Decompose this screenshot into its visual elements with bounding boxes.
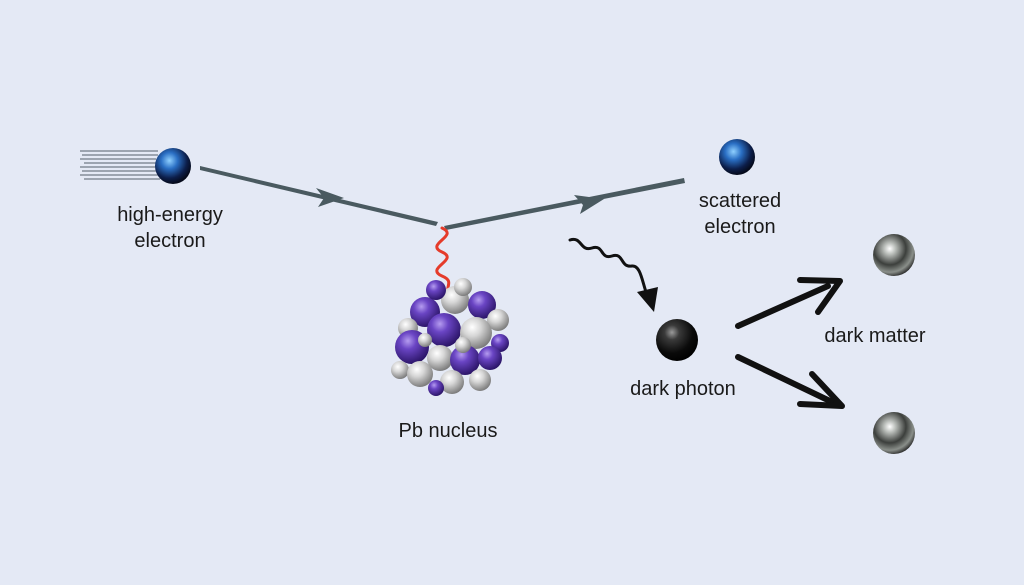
label-dark-matter: dark matter [824, 325, 926, 347]
scattered-electron-path [444, 178, 685, 230]
label-high-energy-electron: high-energy electron [100, 202, 240, 254]
label-incoming-line1: high-energy [117, 204, 223, 226]
virtual-photon [435, 226, 451, 294]
label-scattered-line2: electron [704, 216, 776, 238]
label-scattered-electron: scattered electron [675, 188, 805, 240]
decay-arrow-upper [735, 277, 843, 329]
incoming-electron-path [200, 166, 438, 226]
label-pb-nucleus: Pb nucleus [398, 420, 498, 442]
dark-matter-particle-1 [873, 234, 915, 276]
motion-streaks [80, 150, 160, 180]
dark-photon-wavy-line [568, 237, 648, 294]
incoming-path-arrowhead [316, 188, 344, 207]
label-scattered-line1: scattered [698, 190, 782, 212]
incoming-electron [155, 148, 191, 184]
label-incoming-line2: electron [134, 230, 206, 252]
decay-arrow-lower [735, 354, 845, 409]
label-dark-photon: dark photon [630, 378, 736, 400]
pb-nucleus [391, 278, 509, 396]
scattered-path-arrowhead [574, 195, 604, 214]
dark-matter-particle-2 [873, 412, 915, 454]
dark-photon-arrowhead [637, 287, 658, 312]
dark-photon [656, 319, 698, 361]
scattered-electron [719, 139, 755, 175]
